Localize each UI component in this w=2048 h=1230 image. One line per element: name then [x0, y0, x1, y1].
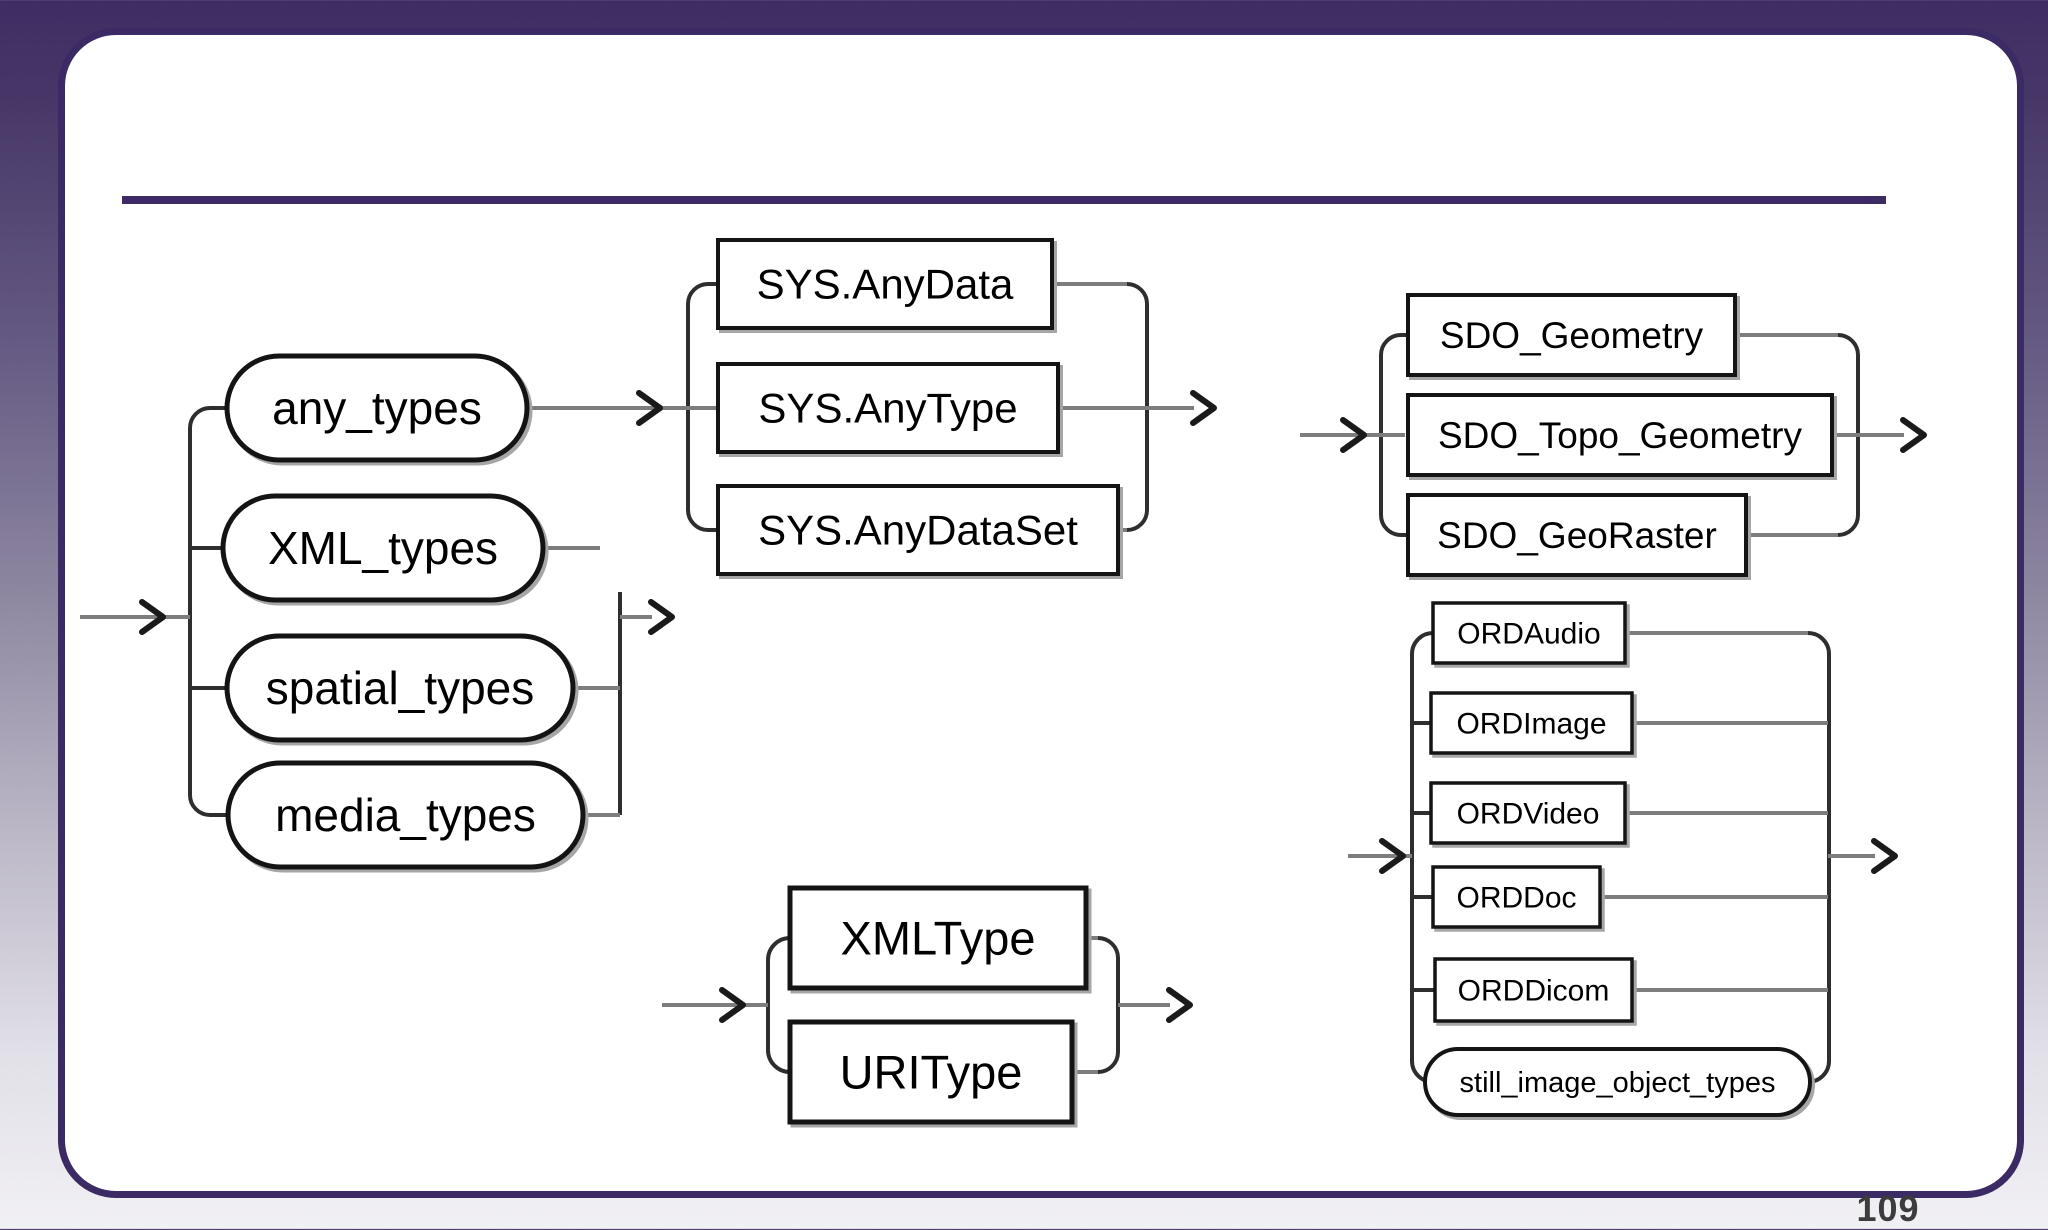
- node-ordaudio-label: ORDAudio: [1457, 618, 1600, 651]
- node-ordimage: [1429, 691, 1634, 755]
- connector-branch-line: [1097, 936, 1120, 1074]
- node-xml_types: [220, 493, 546, 603]
- node-orddoc: [1431, 865, 1602, 929]
- arrow-right-icon: [719, 987, 746, 1023]
- node-xmltype: [787, 885, 1089, 991]
- node-sdo_georaster: [1406, 493, 1748, 577]
- page-number: 109: [1856, 1188, 1920, 1229]
- connector-branch-line: [766, 936, 791, 1074]
- node-sys_anydataset: [716, 484, 1120, 576]
- arrow-right-icon: [1340, 417, 1367, 453]
- arrow-right-icon: [1190, 390, 1217, 426]
- node-ordvideo: [1429, 781, 1627, 845]
- arrow-right-icon: [636, 390, 663, 426]
- node-sys_anydata-label: SYS.AnyData: [757, 261, 1014, 308]
- node-orddicom: [1433, 957, 1634, 1023]
- node-sdo_topo_geometry-label: SDO_Topo_Geometry: [1438, 415, 1803, 456]
- node-uritype: [787, 1019, 1075, 1125]
- node-orddoc-label: ORDDoc: [1456, 882, 1576, 915]
- slide-canvas: [58, 28, 2024, 1198]
- node-still_image_object_types-label: still_image_object_types: [1460, 1067, 1776, 1099]
- node-xml_types-label: XML_types: [268, 522, 498, 574]
- connector-branch-line: [188, 406, 228, 817]
- node-orddicom-label: ORDDicom: [1458, 975, 1610, 1008]
- node-sdo_georaster-label: SDO_GeoRaster: [1437, 515, 1717, 556]
- group-spatial-types-expansion: SDO_GeometrySDO_Topo_GeometrySDO_GeoRast…: [1406, 293, 1834, 577]
- node-sys_anydataset-label: SYS.AnyDataSet: [758, 507, 1078, 554]
- arrow-right-icon: [648, 599, 675, 635]
- node-spatial_types-label: spatial_types: [266, 662, 535, 714]
- node-still_image_object_types: [1423, 1047, 1812, 1117]
- node-sdo_geometry-label: SDO_Geometry: [1440, 315, 1704, 356]
- arrow-right-icon: [1379, 838, 1406, 874]
- node-xmltype-label: XMLType: [840, 911, 1035, 964]
- node-sdo_geometry: [1406, 293, 1737, 377]
- node-sys_anydata: [716, 238, 1054, 330]
- arrow-right-icon: [1871, 838, 1898, 874]
- node-ordimage-label: ORDImage: [1456, 708, 1606, 741]
- node-sys_anytype-label: SYS.AnyType: [758, 385, 1017, 432]
- node-media_types: [225, 760, 586, 870]
- node-spatial_types: [224, 633, 576, 743]
- arrow-right-icon: [139, 599, 166, 635]
- node-media_types-label: media_types: [275, 789, 536, 841]
- node-any_types-label: any_types: [272, 382, 482, 434]
- arrow-right-icon: [1900, 417, 1927, 453]
- title-underline-rule: [122, 196, 1886, 204]
- node-ordvideo-label: ORDVideo: [1457, 798, 1600, 831]
- connector-branch-line: [1807, 631, 1831, 1084]
- node-ordaudio: [1431, 601, 1627, 665]
- node-sys_anytype: [716, 362, 1060, 454]
- arrow-right-icon: [1166, 987, 1193, 1023]
- node-uritype-label: URIType: [840, 1045, 1023, 1098]
- node-any_types: [224, 353, 530, 463]
- node-sdo_topo_geometry: [1406, 393, 1834, 477]
